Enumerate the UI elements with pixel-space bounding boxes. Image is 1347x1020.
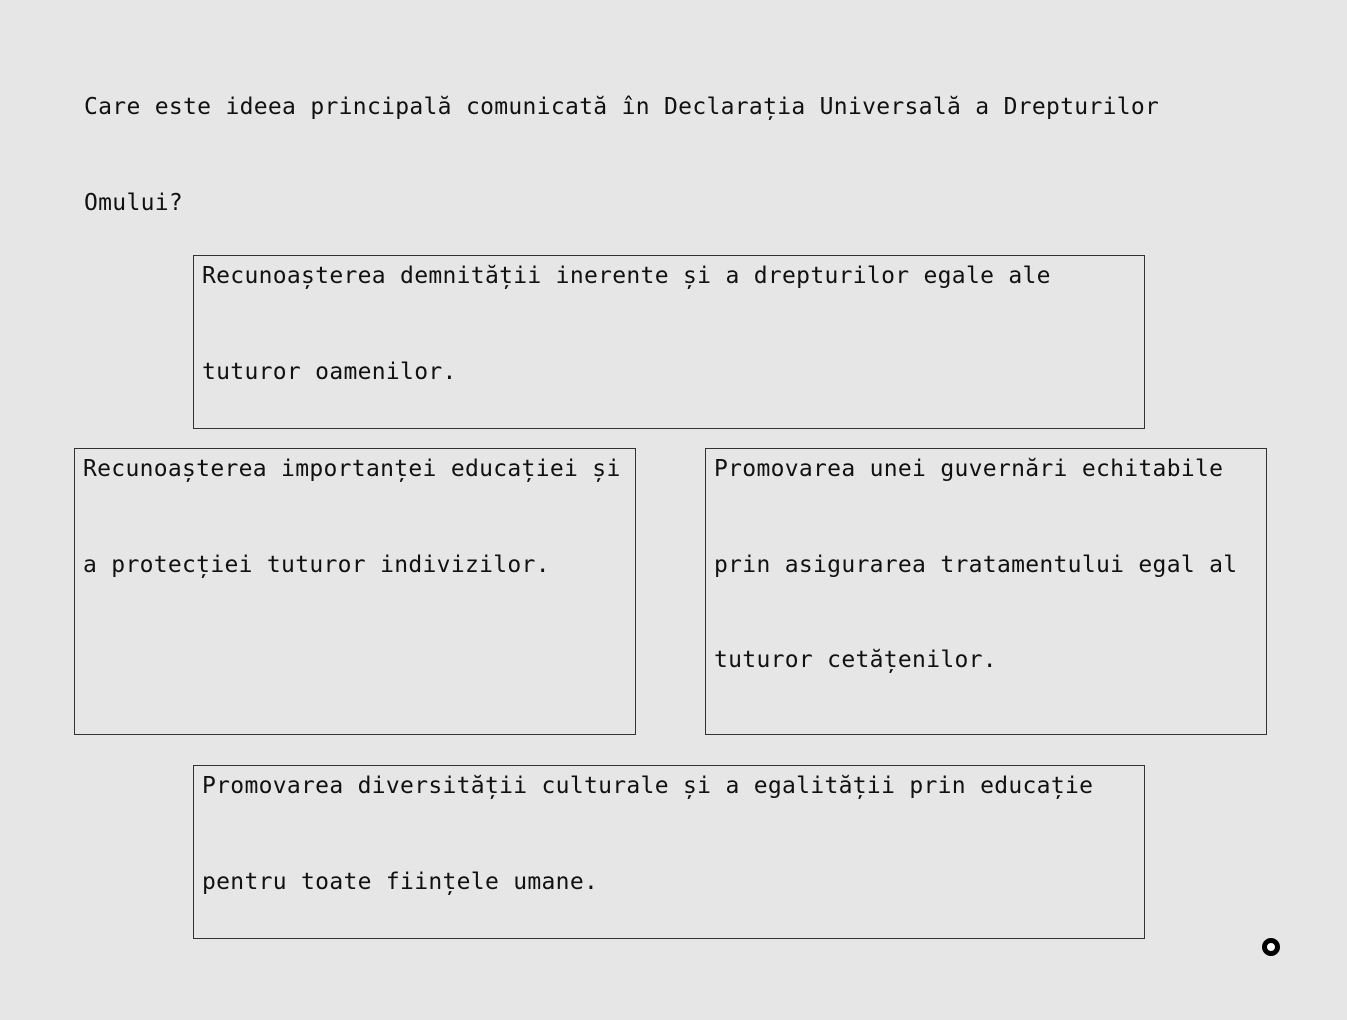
answer-option-text: tuturor oamenilor. xyxy=(202,358,457,385)
question-text: Care este ideea principală comunicată în… xyxy=(84,84,1184,276)
answer-option-3[interactable]: Promovarea unei guvernări echitabile pri… xyxy=(705,448,1267,735)
answer-option-2[interactable]: Recunoașterea importanței educației și a… xyxy=(74,448,636,735)
answer-option-text: Recunoașterea importanței educației și xyxy=(83,456,621,482)
mouse-cursor-icon xyxy=(1262,938,1280,956)
answer-option-text: Promovarea unei guvernări echitabile xyxy=(714,456,1224,482)
answer-option-text: Recunoașterea demnității inerente și a d… xyxy=(202,263,1051,289)
answer-option-text: tuturor cetățenilor. xyxy=(714,647,997,673)
answer-option-1[interactable]: Recunoașterea demnității inerente și a d… xyxy=(193,255,1145,429)
answer-option-text: a protecției tuturor indivizilor. xyxy=(83,551,550,578)
answer-option-4[interactable]: Promovarea diversității culturale și a e… xyxy=(193,765,1145,939)
answer-option-text: Promovarea diversității culturale și a e… xyxy=(202,773,1094,799)
answer-option-text: prin asigurarea tratamentului egal al xyxy=(714,551,1238,578)
question-line: Care este ideea principală comunicată în… xyxy=(84,94,1160,120)
answer-option-text: pentru toate ființele umane. xyxy=(202,868,599,895)
question-line: Omului? xyxy=(84,190,184,216)
